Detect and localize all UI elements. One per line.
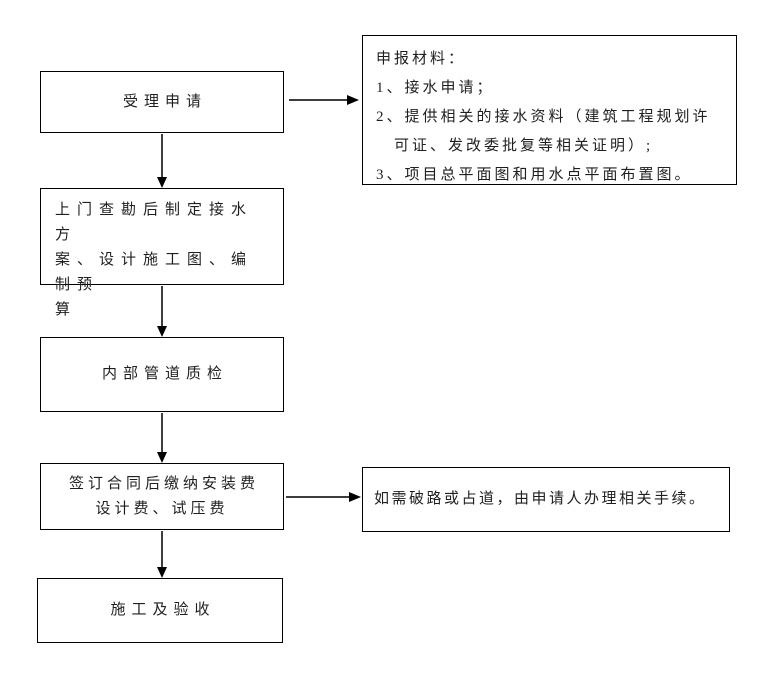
node-internal-pipe-inspection-label: 内部管道质检 (101, 366, 228, 382)
node-survey-plan-design-budget: 上门查勘后制定接水方 案、设计施工图、编制预 算 (40, 188, 284, 318)
node-accept-application: 受理申请 (40, 71, 284, 133)
arrow-accept-to-survey-icon (157, 134, 167, 188)
node-road-permit-note-label: 如需破路或占道，由申请人办理相关手续。 (374, 491, 707, 507)
node-sign-contract-pay-fees: 签订合同后缴纳安装费 设计费、试压费 (40, 463, 284, 530)
arrow-inspection-to-contract-icon (157, 413, 167, 463)
node-application-materials-label: 申报材料： 1、接水申请； 2、提供相关的接水资料（建筑工程规划许 可证、发改委… (376, 51, 711, 183)
node-construction-acceptance: 施工及验收 (37, 578, 283, 643)
node-application-materials: 申报材料： 1、接水申请； 2、提供相关的接水资料（建筑工程规划许 可证、发改委… (362, 35, 737, 185)
node-internal-pipe-inspection: 内部管道质检 (40, 337, 284, 412)
node-construction-acceptance-label: 施工及验收 (110, 602, 216, 618)
node-road-permit-note: 如需破路或占道，由申请人办理相关手续。 (362, 467, 730, 532)
arrow-contract-to-construction-icon (157, 531, 167, 578)
arrow-contract-to-road-icon (286, 492, 361, 502)
arrow-accept-to-materials-icon (289, 95, 359, 105)
node-accept-application-label: 受理申请 (122, 93, 207, 110)
node-sign-contract-pay-fees-label: 签订合同后缴纳安装费 设计费、试压费 (68, 475, 259, 517)
node-survey-plan-design-budget-label: 上门查勘后制定接水方 案、设计施工图、编制预 算 (55, 202, 254, 318)
